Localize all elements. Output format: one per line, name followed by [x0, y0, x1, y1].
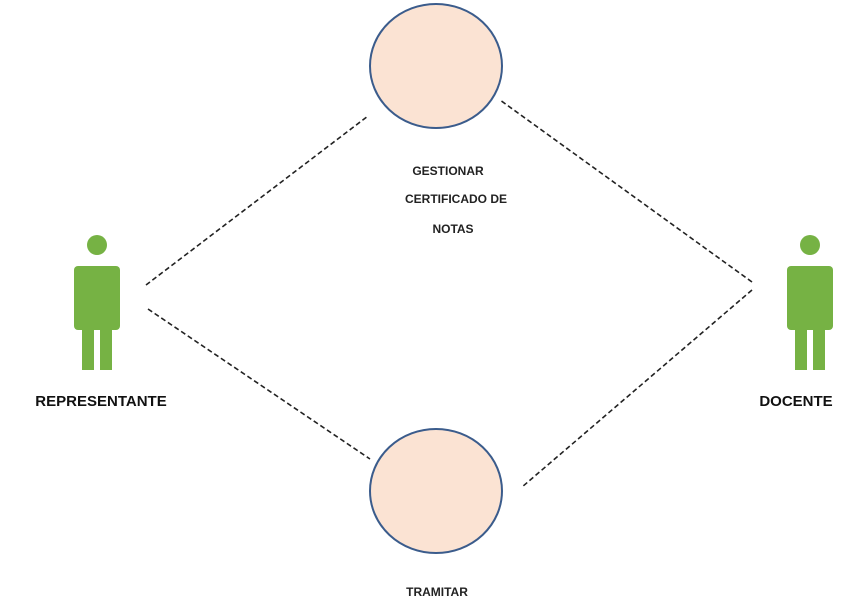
actor-docente[interactable]: DOCENTE [759, 235, 833, 410]
use-case-ellipse [369, 3, 503, 129]
association-representante-tramitar [147, 308, 371, 460]
use-case-label-line-2: CERTIFICADO DE [405, 192, 507, 206]
use-case-label-line-1: GESTIONAR [412, 164, 484, 178]
person-icon [787, 235, 833, 370]
actor-label: REPRESENTANTE [35, 393, 166, 410]
actor-representante[interactable]: REPRESENTANTE [35, 235, 167, 410]
association-docente-gestionar [499, 99, 753, 283]
use-case-tramitar[interactable]: TRAMITAR [369, 428, 503, 599]
association-docente-tramitar [521, 289, 753, 488]
actor-label: DOCENTE [759, 393, 832, 410]
use-case-gestionar[interactable]: GESTIONAR CERTIFICADO DE NOTAS [369, 3, 507, 236]
person-icon [74, 235, 120, 370]
associations [145, 99, 753, 488]
association-representante-gestionar [145, 115, 369, 286]
use-case-label-line-1: TRAMITAR [406, 585, 468, 599]
use-case-label-line-3: NOTAS [432, 222, 473, 236]
use-case-ellipse [369, 428, 503, 554]
